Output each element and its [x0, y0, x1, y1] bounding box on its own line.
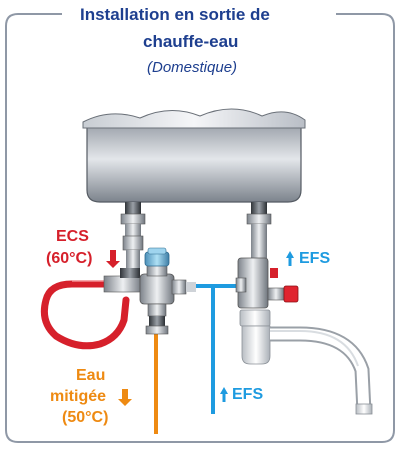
arrows — [106, 250, 294, 406]
mixed-water-label-1: Eau — [76, 367, 106, 384]
mixed-down-arrow — [118, 389, 132, 406]
safety-group — [235, 236, 299, 365]
title-line-1: Installation en sortie de — [80, 5, 270, 24]
ecs-temp-label: (60°C) — [46, 250, 93, 267]
efs-bottom-label: EFS — [232, 386, 264, 403]
hot-side-fittings — [103, 235, 144, 293]
hot-water-pipe — [40, 280, 130, 350]
ecs-label: ECS — [56, 228, 89, 245]
title-line-2: chauffe-eau — [143, 32, 239, 51]
mixed-temp-label: (50°C) — [62, 409, 109, 426]
cold-up-arrow-top — [286, 251, 294, 266]
water-heater-tank — [82, 108, 306, 203]
tank-outlets — [120, 202, 272, 236]
drain-pipe — [270, 326, 373, 415]
title-subtitle: (Domestique) — [147, 59, 238, 76]
frame — [5, 13, 395, 443]
cold-water-pipe — [166, 284, 238, 414]
cold-up-arrow-bottom — [220, 387, 228, 402]
mixing-valve — [139, 247, 196, 335]
hot-down-arrow — [106, 250, 120, 268]
efs-top-label: EFS — [299, 250, 331, 267]
mixed-water-label-2: mitigée — [50, 388, 107, 405]
